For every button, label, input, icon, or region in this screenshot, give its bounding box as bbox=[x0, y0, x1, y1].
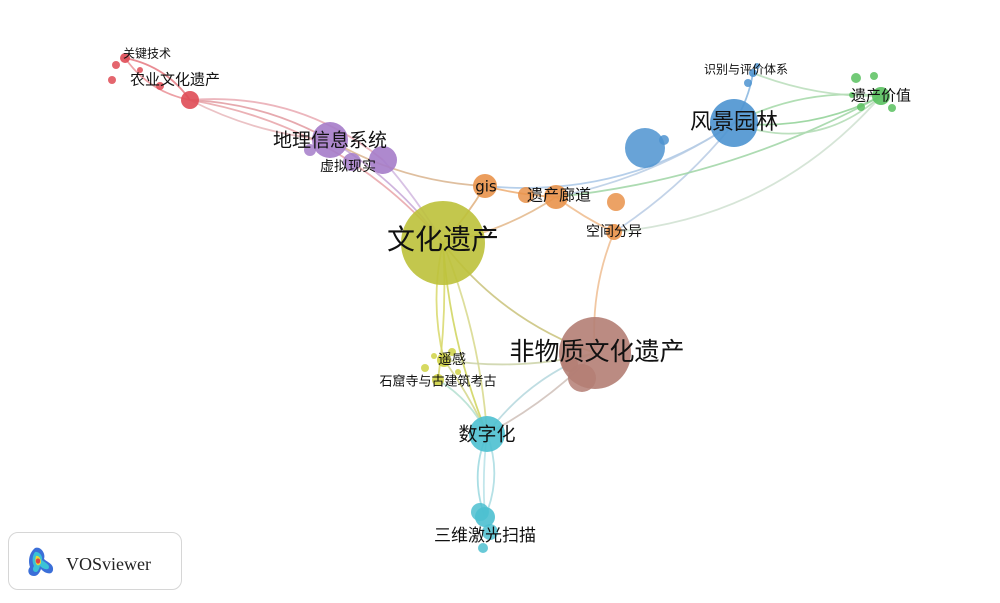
node-label-jiazhi: 遗产价值 bbox=[851, 87, 911, 105]
edge-dili-gis bbox=[329, 139, 486, 187]
node-label-wenhua: 文化遗产 bbox=[387, 223, 499, 256]
minor-node-blue bbox=[754, 63, 760, 69]
node-label-feiwuzhi: 非物质文化遗产 bbox=[509, 337, 684, 366]
minor-node-orange bbox=[518, 187, 534, 203]
node-label-fengjing: 风景园林 bbox=[690, 110, 778, 135]
minor-node-purple bbox=[343, 153, 361, 171]
minor-node-green bbox=[870, 72, 878, 80]
node-label-guanjian: 关键技术 bbox=[123, 47, 171, 61]
edge-langdao-jiazhi bbox=[555, 95, 882, 198]
node-jiazhi[interactable] bbox=[872, 87, 890, 105]
edge-shibie-jiazhi bbox=[752, 72, 882, 97]
minor-node-blue bbox=[659, 135, 669, 145]
minor-node-olive bbox=[421, 364, 429, 372]
minor-node-olive bbox=[455, 369, 461, 375]
brand-name: VOSviewer bbox=[66, 554, 151, 574]
vosviewer-badge: VOSviewer bbox=[8, 532, 182, 590]
minor-node-blue bbox=[744, 79, 752, 87]
node-fengjing[interactable] bbox=[710, 99, 758, 147]
node-yaogan[interactable] bbox=[437, 353, 451, 367]
node-guanjian[interactable] bbox=[120, 53, 130, 63]
minor-node-blue bbox=[625, 128, 665, 168]
node-shibie[interactable] bbox=[749, 69, 757, 77]
minor-node-red bbox=[108, 76, 116, 84]
node-kongjian[interactable] bbox=[606, 224, 622, 240]
minor-node-purple bbox=[304, 144, 316, 156]
minor-node-cyan bbox=[478, 543, 488, 553]
minor-node-olive bbox=[448, 348, 456, 356]
minor-node-olive bbox=[431, 353, 437, 359]
edge-kongjian-jiazhi bbox=[613, 95, 882, 233]
node-sanwei[interactable] bbox=[475, 507, 495, 527]
node-label-nongye: 农业文化遗产 bbox=[130, 71, 220, 89]
node-label-dili: 地理信息系统 bbox=[273, 130, 387, 152]
minor-node-orange bbox=[607, 193, 625, 211]
node-label-gis: gis bbox=[475, 178, 497, 196]
minor-node-red bbox=[156, 82, 164, 90]
minor-node-red bbox=[112, 61, 120, 69]
vosviewer-logo-icon bbox=[28, 547, 54, 576]
node-feiwuzhi[interactable] bbox=[559, 317, 631, 389]
minor-node-red bbox=[137, 67, 143, 73]
node-label-shiku: 石窟寺与古建筑考古 bbox=[379, 374, 496, 390]
minor-node-green bbox=[851, 73, 861, 83]
edge-xuni-nongye bbox=[189, 98, 384, 161]
minor-node-green bbox=[857, 103, 865, 111]
node-label-sanwei: 三维激光扫描 bbox=[434, 526, 536, 546]
node-wenhua[interactable] bbox=[401, 201, 485, 285]
minor-node-cyan bbox=[482, 524, 498, 540]
minor-node-green bbox=[849, 92, 855, 98]
node-label-kongjian: 空间分异 bbox=[586, 224, 642, 240]
node-langdao[interactable] bbox=[544, 185, 568, 209]
node-nongye[interactable] bbox=[181, 91, 199, 109]
node-label-yaogan: 遥感 bbox=[438, 351, 466, 368]
node-shiku[interactable] bbox=[432, 374, 444, 386]
node-label-xuni: 虚拟现实 bbox=[320, 159, 376, 175]
node-shuzi[interactable] bbox=[469, 416, 505, 452]
node-label-langdao: 遗产廊道 bbox=[527, 186, 591, 205]
node-layer bbox=[108, 53, 896, 553]
node-xuni[interactable] bbox=[369, 146, 397, 174]
node-label-shuzi: 数字化 bbox=[458, 424, 515, 446]
minor-node-green bbox=[888, 104, 896, 112]
node-gis[interactable] bbox=[473, 174, 497, 198]
node-dili[interactable] bbox=[312, 122, 348, 158]
node-label-shibie: 识别与评价体系 bbox=[704, 63, 788, 77]
